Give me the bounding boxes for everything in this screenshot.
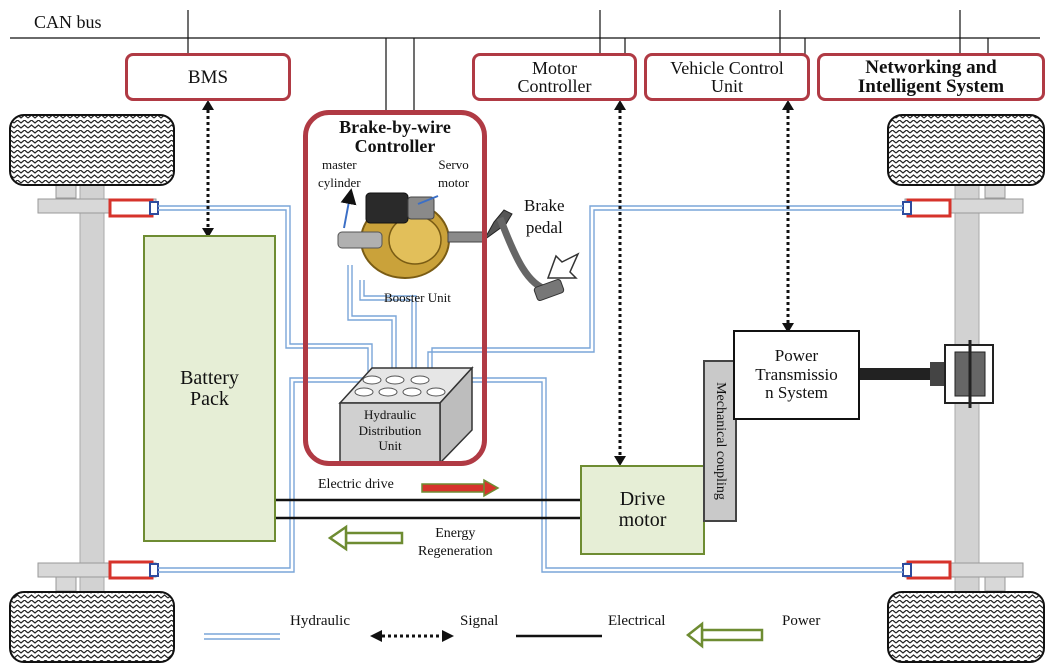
- master-cylinder-label-1: master: [321, 157, 357, 172]
- hdu-label-2: Distribution: [358, 422, 422, 438]
- can-bus: [10, 10, 1040, 112]
- legend-hydraulic-label: Hydraulic: [290, 613, 350, 629]
- servo-motor-label-1: Servo: [438, 157, 469, 172]
- energy-regeneration-label-1: Energy: [435, 526, 476, 541]
- battery-pack-label-2: Pack: [190, 387, 229, 410]
- motor-controller-label-2: Controller: [517, 76, 592, 96]
- master-cylinder-label-2: cylinder: [318, 174, 361, 190]
- drive-motor-label-1: Drive: [619, 488, 666, 510]
- servo-motor-label: Servo motor: [438, 158, 469, 189]
- hdu-label-3: Unit: [378, 438, 402, 454]
- hdu-label-1: Hydraulic: [364, 407, 416, 422]
- hydraulic-lines: [158, 205, 903, 573]
- hydraulic-unit-block: [338, 366, 474, 465]
- bbw-title: Brake-by-wire Controller: [310, 118, 480, 156]
- energy-regeneration-label: Energy Regeneration: [418, 526, 493, 559]
- legend-power-symbol: [685, 621, 764, 649]
- energy-regeneration-arrow: [327, 524, 404, 552]
- can-bus-label: CAN bus: [34, 12, 102, 32]
- bbw-title-1: Brake-by-wire: [339, 117, 451, 137]
- electric-drive-arrow: [421, 478, 500, 498]
- booster-unit-graphic: [337, 188, 485, 279]
- legend-hydraulic-symbol: [204, 633, 280, 640]
- master-cylinder-label: master cylinder: [318, 158, 361, 189]
- legend-signal-label: Signal: [460, 613, 499, 629]
- booster-unit-label: Booster Unit: [384, 290, 451, 305]
- driveshaft: [860, 340, 994, 408]
- brake-pedal-label-1: Brake: [524, 196, 565, 215]
- bms-box: BMS: [125, 53, 291, 101]
- brake-pedal-graphic: [483, 209, 580, 302]
- vehicle-control-label-2: Unit: [710, 76, 743, 96]
- wheel-front-left: [9, 114, 175, 186]
- mechanical-coupling: Mechanical coupling: [703, 360, 737, 522]
- pts-label-3: n System: [765, 383, 828, 403]
- bms-label: BMS: [187, 66, 229, 88]
- brake-by-wire-controller-box: [303, 110, 487, 466]
- drive-motor-label-2: motor: [618, 509, 667, 531]
- brake-calipers: [108, 198, 952, 580]
- legend-electrical-label: Electrical: [608, 613, 666, 629]
- electrical-lines: [275, 498, 602, 638]
- bbw-title-2: Controller: [354, 135, 436, 156]
- signal-arrows: [206, 110, 790, 638]
- mechanical-coupling-label: Mechanical coupling: [713, 382, 728, 500]
- vehicle-control-label-1: Vehicle Control: [670, 58, 784, 78]
- networking-label-1: Networking and: [865, 57, 997, 78]
- motor-controller-label-1: Motor: [532, 58, 577, 78]
- brake-pedal-label-2: pedal: [525, 217, 563, 237]
- pts-label-1: Power: [774, 345, 819, 365]
- energy-regeneration-label-2: Regeneration: [418, 543, 493, 559]
- electric-drive-label: Electric drive: [318, 477, 394, 492]
- signal-arrowheads: [202, 100, 794, 642]
- power-transmission-system-box: Power Transmissio n System: [733, 330, 860, 420]
- servo-motor-label-2: motor: [438, 174, 470, 190]
- networking-label-2: Intelligent System: [857, 76, 1005, 97]
- wheel-front-right: [887, 114, 1045, 186]
- wheel-rear-right: [887, 591, 1045, 663]
- hydraulic-distribution-unit-label: Hydraulic Distribution Unit: [340, 408, 440, 453]
- pts-label-2: Transmissio: [755, 364, 838, 384]
- wheel-rear-left: [9, 591, 175, 663]
- battery-pack-label-1: Battery: [180, 366, 239, 389]
- legend-power-label: Power: [782, 613, 821, 629]
- brake-pedal-label: Brake pedal: [524, 197, 565, 237]
- chassis: [37, 169, 1024, 601]
